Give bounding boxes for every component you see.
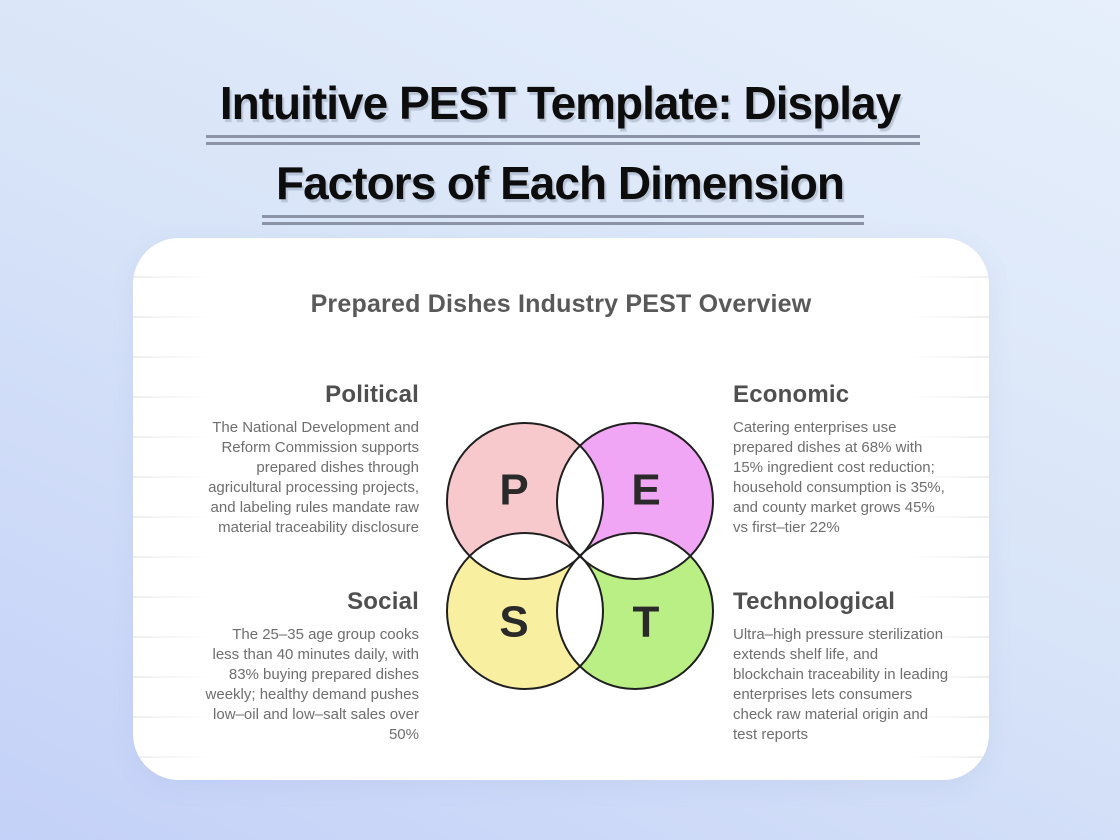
- page-title-row-2: Factors of Each Dimension: [0, 156, 1120, 225]
- quadrant-technological: Technological Ultra–high pressure steril…: [733, 588, 951, 745]
- quadrant-social: Social The 25–35 age group cooks less th…: [205, 588, 419, 745]
- letter-e: E: [631, 466, 660, 515]
- political-heading: Political: [325, 381, 419, 408]
- political-circle: [447, 423, 603, 579]
- technological-circle-outline: [556, 532, 714, 690]
- technological-circle: [557, 533, 713, 689]
- lens-top: [556, 445, 604, 557]
- social-heading: Social: [347, 588, 419, 615]
- political-body: The National Development and Reform Comm…: [208, 419, 419, 536]
- social-circle: [447, 533, 603, 689]
- letter-p: P: [499, 466, 528, 515]
- lens-bottom: [556, 555, 604, 667]
- economic-circle: [557, 423, 713, 579]
- technological-body: Ultra–high pressure sterilization extend…: [733, 626, 949, 743]
- letter-s: S: [499, 598, 528, 647]
- quadrant-political: Political The National Development and R…: [205, 381, 419, 538]
- economic-circle-outline: [556, 422, 714, 580]
- technological-heading: Technological: [733, 588, 896, 615]
- pest-overview-card: Prepared Dishes Industry PEST Overview P…: [133, 238, 989, 780]
- letter-t: T: [633, 598, 660, 647]
- economic-body: Catering enterprises use prepared dishes…: [733, 419, 945, 536]
- political-circle-outline: [446, 422, 604, 580]
- lens-right: [579, 532, 691, 580]
- pest-venn-diagram: P E S T: [440, 416, 720, 696]
- venn-svg: P E S T: [446, 422, 714, 690]
- quadrant-economic: Economic Catering enterprises use prepar…: [733, 381, 945, 538]
- page-title: Intuitive PEST Template: Display Factors…: [0, 76, 1120, 236]
- social-body: The 25–35 age group cooks less than 40 m…: [205, 626, 419, 743]
- economic-heading: Economic: [733, 381, 850, 408]
- card-title: Prepared Dishes Industry PEST Overview: [310, 290, 812, 318]
- lens-left: [469, 532, 581, 580]
- page-title-line-2: Factors of Each Dimension: [261, 157, 865, 225]
- social-circle-outline: [446, 532, 604, 690]
- page-title-line-1: Intuitive PEST Template: Display: [205, 77, 921, 145]
- page-title-row-1: Intuitive PEST Template: Display: [0, 76, 1120, 145]
